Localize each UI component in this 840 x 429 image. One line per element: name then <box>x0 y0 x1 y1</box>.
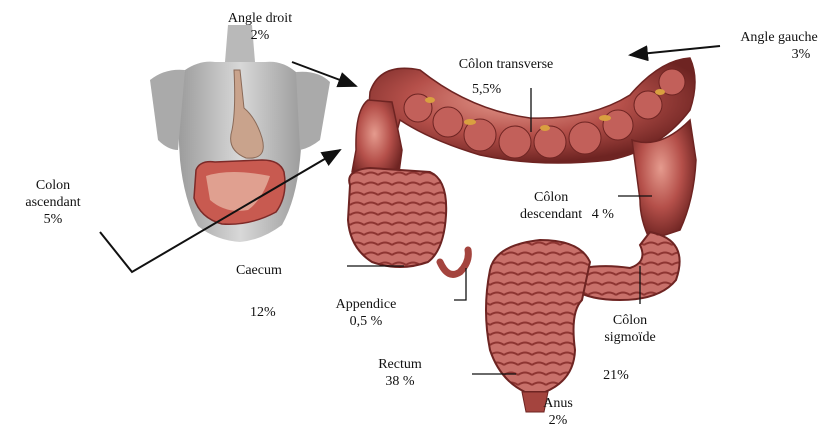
label-colon-descendant: Côlon descendant 4 % <box>520 189 650 223</box>
colon-ascendant-line2: ascendant <box>8 194 98 211</box>
label-appendice: Appendice 0,5 % <box>316 296 416 330</box>
rectum-name: Rectum <box>360 356 440 373</box>
colon-transverse-name: Côlon transverse <box>436 56 576 73</box>
caecum-pct: 12% <box>250 304 310 321</box>
label-anus: Anus 2% <box>528 395 588 429</box>
right-arm <box>296 72 330 150</box>
label-colon-sigmoide-pct: 21% <box>586 367 646 384</box>
colon-ascendant-line1: Colon <box>8 177 98 194</box>
label-angle-gauche: Angle gauche 3% <box>720 29 838 63</box>
colon-ascendant-pct: 5% <box>8 211 98 228</box>
appendice-pct: 0,5 % <box>316 313 416 330</box>
anus-name: Anus <box>528 395 588 412</box>
caecum-name: Caecum <box>236 262 326 279</box>
colon-sigmoide-line1: Côlon <box>590 312 670 329</box>
angle-gauche-arrow <box>630 46 720 55</box>
anus-pct: 2% <box>528 412 588 429</box>
colon-sigmoide-pct: 21% <box>586 367 646 384</box>
angle-gauche-pct: 3% <box>720 46 838 63</box>
colon-descendant-line2-row: descendant 4 % <box>520 206 650 223</box>
label-angle-droit: Angle droit 2% <box>210 10 310 44</box>
colon-descendant-pct: 4 % <box>592 207 614 222</box>
colon-sigmoide-line2: sigmoïde <box>590 329 670 346</box>
label-caecum: Caecum <box>236 262 326 279</box>
angle-droit-name: Angle droit <box>210 10 310 27</box>
angle-gauche-name: Angle gauche <box>720 29 838 46</box>
caecum <box>348 168 446 267</box>
colon-transverse-pct: 5,5% <box>436 81 576 98</box>
angle-droit-pct: 2% <box>210 27 310 44</box>
colon-descendant-line1: Côlon <box>520 189 650 206</box>
appendix <box>440 250 468 274</box>
label-colon-transverse: Côlon transverse 5,5% <box>436 56 576 98</box>
label-colon-ascendant: Colon ascendant 5% <box>8 177 98 228</box>
label-rectum: Rectum 38 % <box>360 356 440 390</box>
label-caecum-pct: 12% <box>250 304 310 321</box>
appendice-name: Appendice <box>316 296 416 313</box>
colon-descendant-line2: descendant <box>520 207 582 222</box>
rectum-pct: 38 % <box>360 373 440 390</box>
label-colon-sigmoide: Côlon sigmoïde <box>590 312 670 346</box>
rectum <box>486 240 590 392</box>
